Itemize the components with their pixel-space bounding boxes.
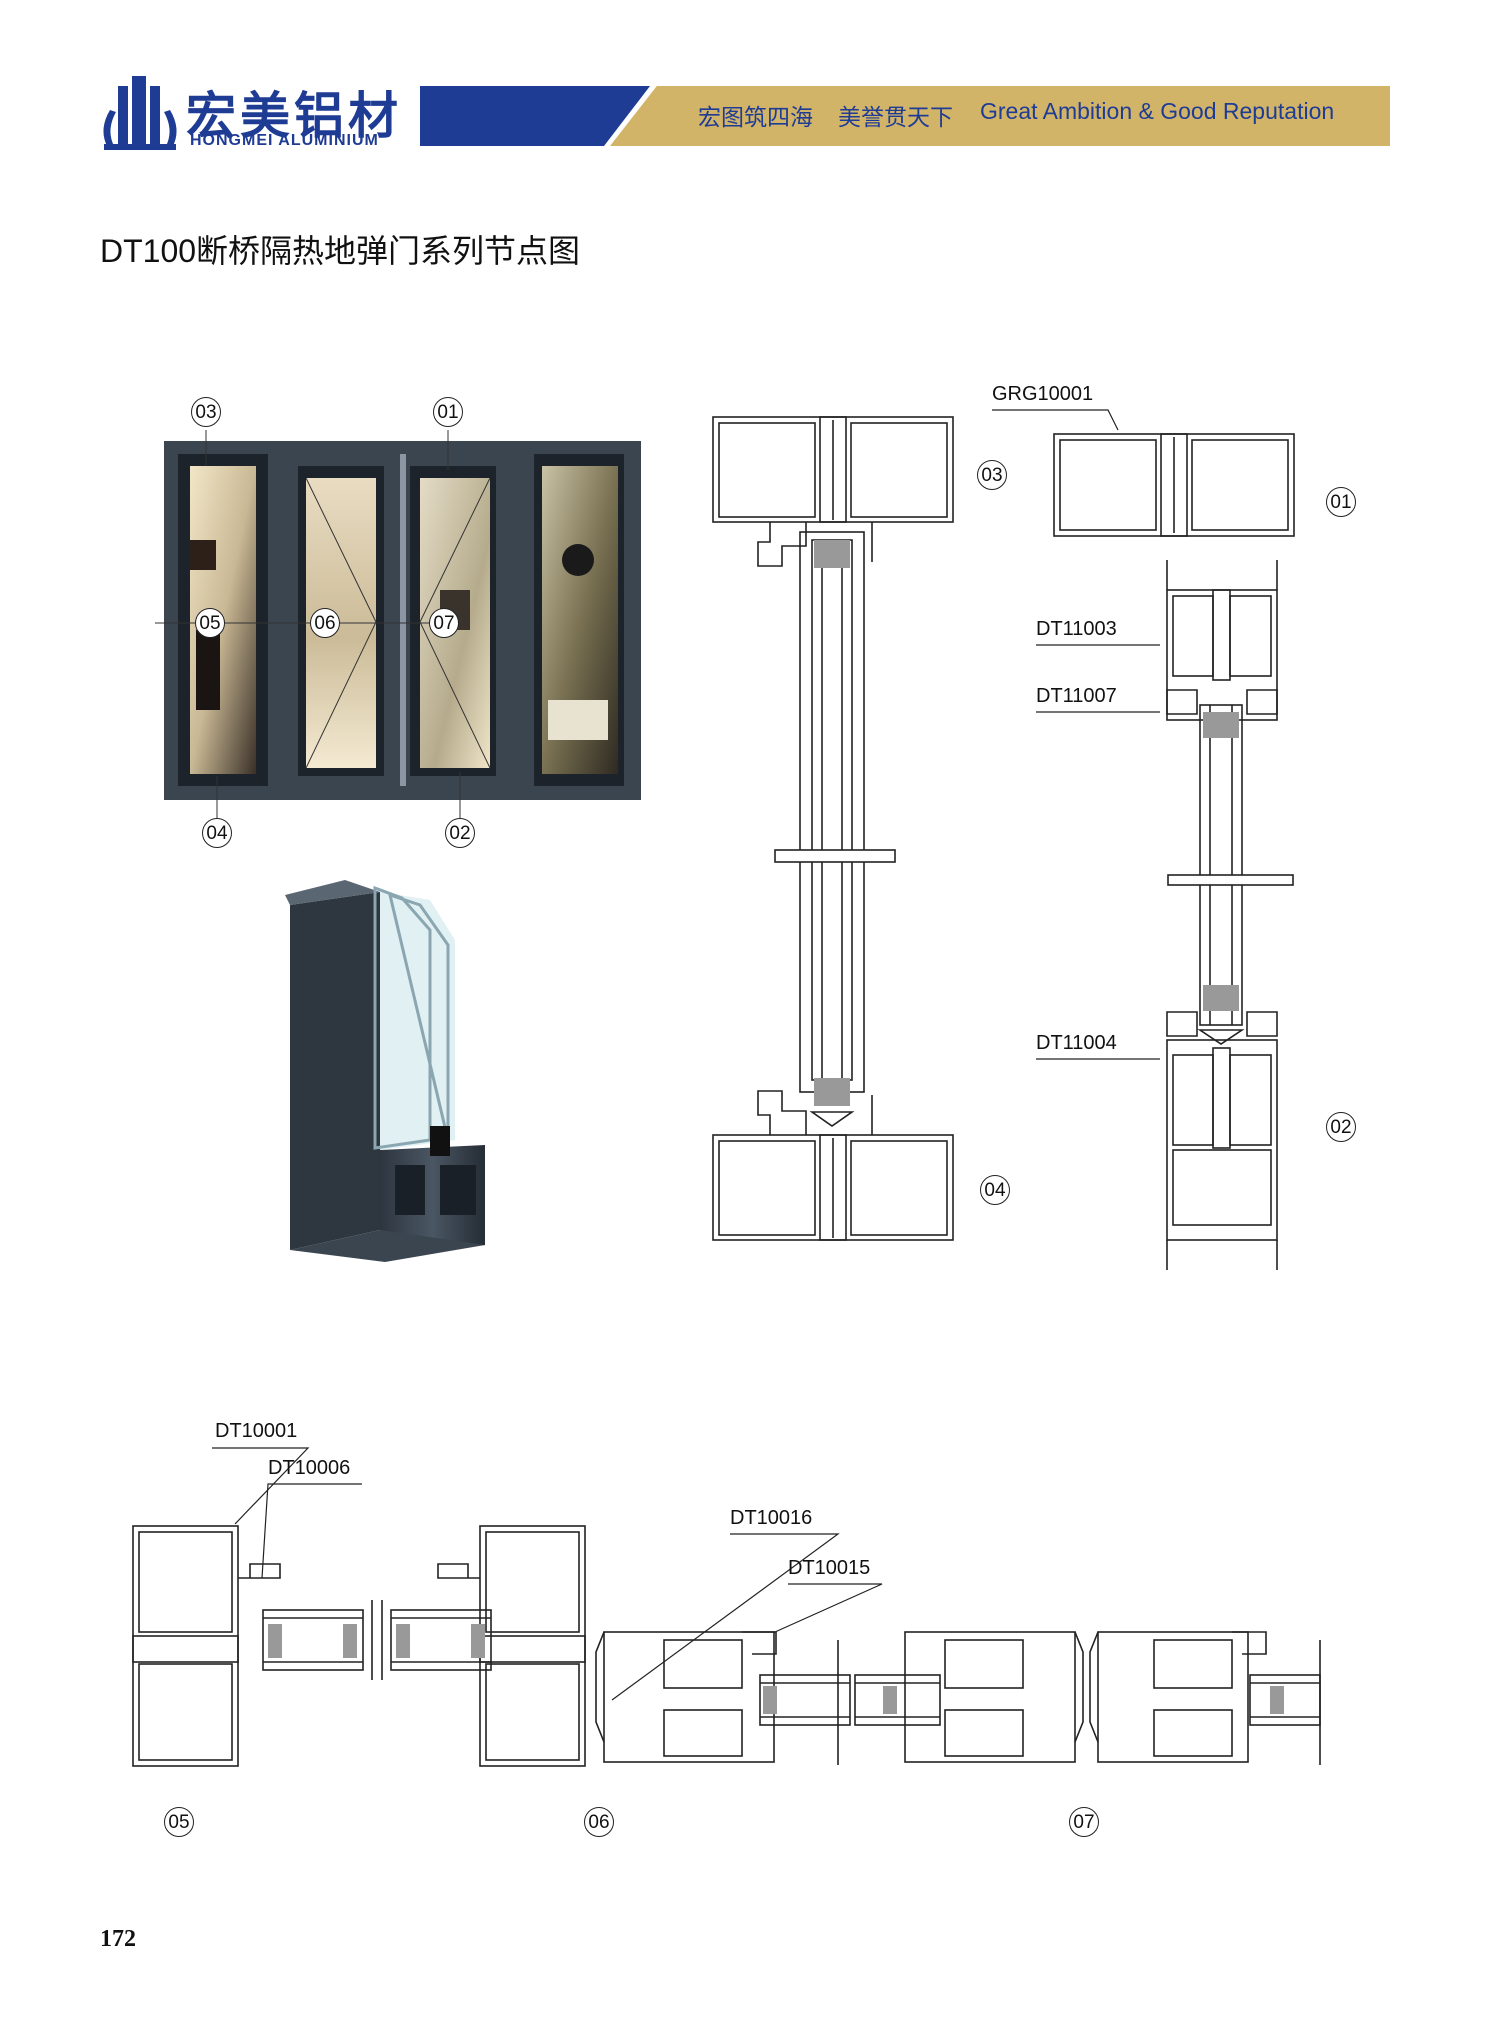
callout-07: 07 (429, 608, 459, 638)
callout-05-section: 05 (164, 1807, 194, 1837)
callout-07-section: 07 (1069, 1807, 1099, 1837)
callout-03: 03 (191, 397, 221, 427)
page-title: DT100断桥隔热地弹门系列节点图 (100, 233, 581, 269)
callout-05: 05 (195, 608, 225, 638)
page-number: 172 (100, 1926, 136, 1952)
slogan-cn-2: 美誉贯天下 (838, 104, 953, 130)
callout-03-section: 03 (977, 460, 1007, 490)
part-label-dt10016: DT10016 (730, 1507, 813, 1529)
brand-name-cn: 宏美铝材 (186, 87, 402, 145)
part-label-dt10006: DT10006 (268, 1457, 351, 1479)
part-label-grg10001: GRG10001 (992, 383, 1094, 405)
callout-02-section: 02 (1326, 1112, 1356, 1142)
part-label-dt11004: DT11004 (1036, 1032, 1117, 1054)
callout-06: 06 (310, 608, 340, 638)
part-label-dt11007: DT11007 (1036, 685, 1117, 707)
slogan-cn-1: 宏图筑四海 (698, 104, 813, 130)
part-label-dt10015: DT10015 (788, 1557, 871, 1579)
callout-02: 02 (445, 818, 475, 848)
callout-01: 01 (433, 397, 463, 427)
callout-04-section: 04 (980, 1175, 1010, 1205)
header-gold-band (610, 86, 1390, 146)
slogan-en: Great Ambition & Good Reputation (980, 98, 1335, 124)
callout-01-section: 01 (1326, 487, 1356, 517)
part-label-dt10001: DT10001 (215, 1420, 298, 1442)
callout-04: 04 (202, 818, 232, 848)
logo-icon (103, 76, 177, 150)
brand-name-en: HONGMEI ALUMINIUM (190, 132, 379, 149)
part-label-dt11003: DT11003 (1036, 618, 1117, 640)
callout-06-section: 06 (584, 1807, 614, 1837)
